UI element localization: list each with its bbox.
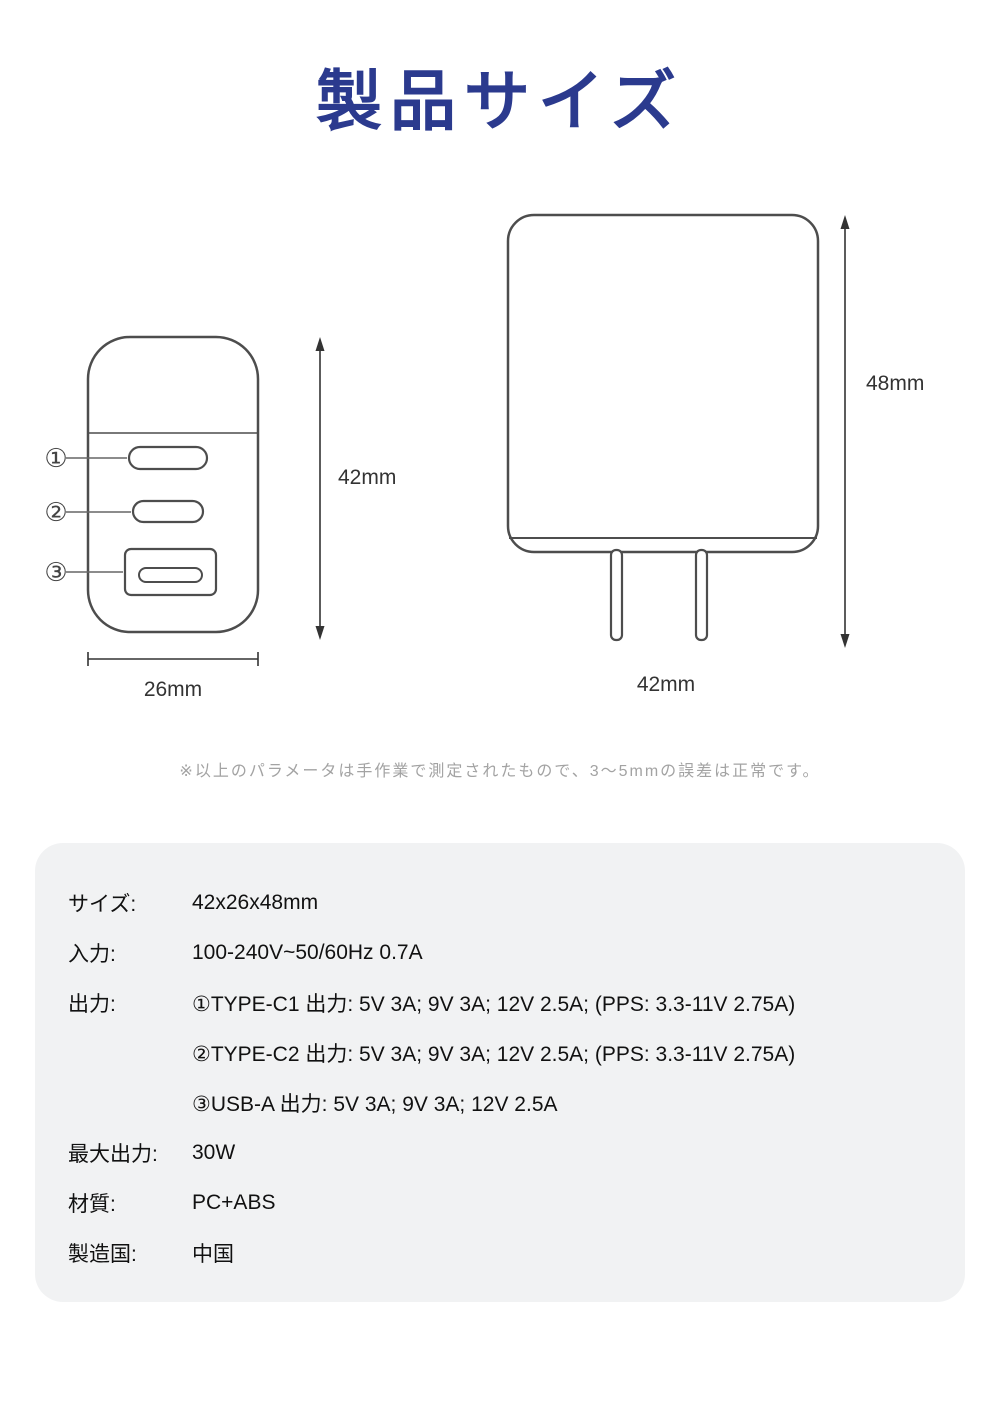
- page-title: 製品サイズ: [315, 64, 685, 138]
- front-height-label: 42mm: [338, 466, 397, 489]
- side-width-label: 42mm: [636, 673, 696, 696]
- usbc-port-1: [127, 445, 209, 471]
- side-charger-outline: [506, 213, 820, 554]
- plug-prong-left: [609, 548, 624, 642]
- spec-value: 30W: [192, 1141, 236, 1164]
- spec-panel: サイズ: 42x26x48mm 入力: 100-240V~50/60Hz 0.7…: [35, 843, 965, 1302]
- spec-row-output-typec2: ②TYPE-C2 出力: 5V 3A; 9V 3A; 12V 2.5A; (PP…: [68, 1028, 935, 1078]
- spec-row-origin: 製造国: 中国: [68, 1228, 935, 1278]
- spec-row-input: 入力: 100-240V~50/60Hz 0.7A: [68, 928, 935, 978]
- spec-label: 製造国:: [68, 1243, 137, 1266]
- side-height-dimension: [840, 215, 850, 648]
- spec-value: 42x26x48mm: [192, 891, 319, 914]
- side-height-label: 48mm: [866, 372, 925, 395]
- port-callout-3: ③: [44, 557, 68, 587]
- front-width-dimension: [87, 652, 259, 666]
- side-view-drawing: [506, 213, 820, 642]
- spec-value: 100-240V~50/60Hz 0.7A: [192, 941, 423, 964]
- spec-row-size: サイズ: 42x26x48mm: [68, 878, 935, 928]
- front-view-drawing: [66, 335, 260, 634]
- spec-value: PC+ABS: [192, 1191, 276, 1214]
- spec-value: ③USB-A 出力: 5V 3A; 9V 3A; 12V 2.5A: [192, 1093, 558, 1116]
- spec-label: 出力:: [68, 993, 116, 1016]
- spec-label: サイズ:: [68, 893, 137, 916]
- measurement-note: ※以上のパラメータは手作業で測定されたもので、3〜5mmの誤差は正常です。: [179, 763, 821, 780]
- plug-prong-right: [694, 548, 709, 642]
- spec-value: ②TYPE-C2 出力: 5V 3A; 9V 3A; 12V 2.5A; (PP…: [192, 1043, 796, 1066]
- spec-row-material: 材質: PC+ABS: [68, 1178, 935, 1228]
- spec-label: 最大出力:: [68, 1143, 158, 1166]
- spec-row-output-usba: ③USB-A 出力: 5V 3A; 9V 3A; 12V 2.5A: [68, 1078, 935, 1128]
- spec-rows: サイズ: 42x26x48mm 入力: 100-240V~50/60Hz 0.7…: [68, 878, 935, 1278]
- spec-row-max-output: 最大出力: 30W: [68, 1128, 935, 1178]
- usba-port-tongue: [138, 567, 203, 583]
- spec-label: 入力:: [68, 943, 116, 966]
- front-width-label: 26mm: [143, 678, 203, 701]
- spec-value: 中国: [192, 1243, 234, 1266]
- spec-row-output-typec1: 出力: ①TYPE-C1 出力: 5V 3A; 9V 3A; 12V 2.5A;…: [68, 978, 935, 1028]
- port-callout-1: ①: [44, 443, 68, 473]
- spec-value: ①TYPE-C1 出力: 5V 3A; 9V 3A; 12V 2.5A; (PP…: [192, 993, 796, 1016]
- front-height-dimension: [315, 337, 325, 640]
- port-callout-2: ②: [44, 497, 68, 527]
- charger-dimension-diagram: [66, 213, 850, 666]
- usbc-port-2: [131, 499, 205, 524]
- spec-label: 材質:: [68, 1193, 116, 1216]
